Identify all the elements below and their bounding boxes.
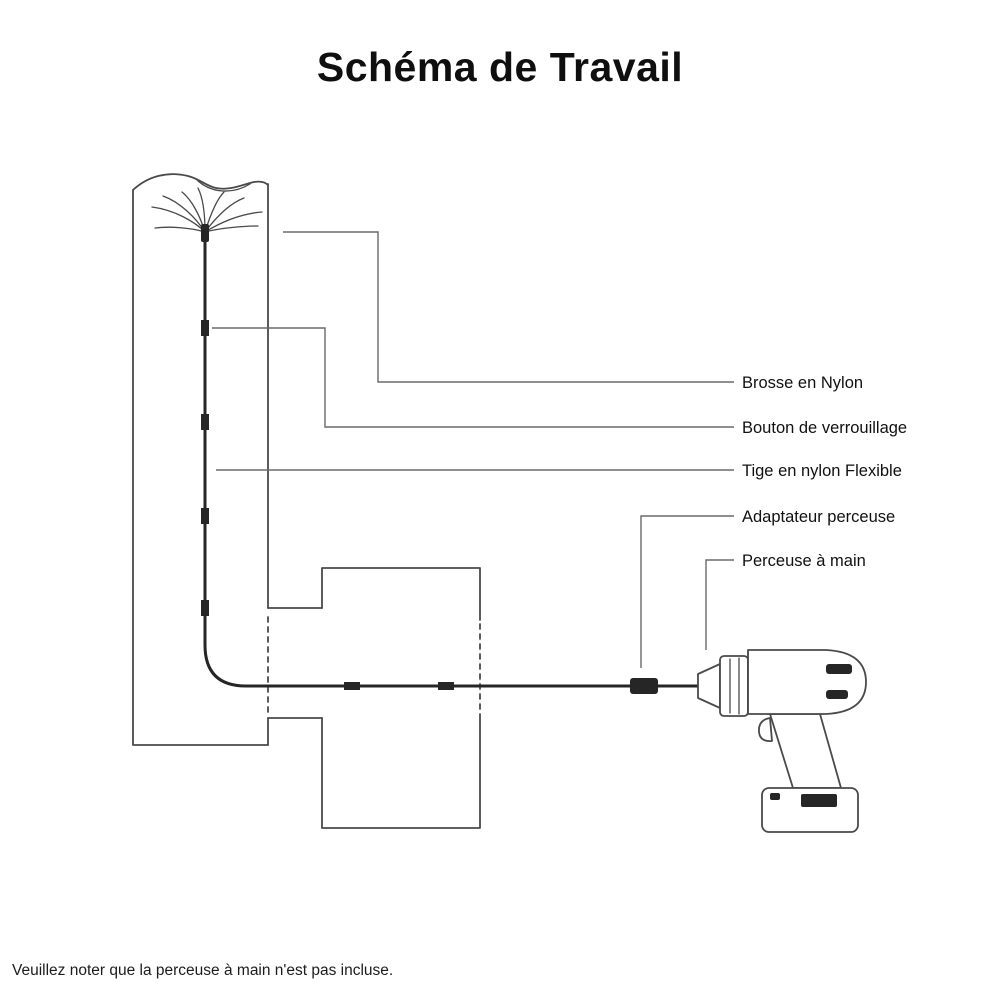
label-adaptateur-perceuse: Adaptateur perceuse	[742, 508, 895, 526]
rod-path	[203, 240, 636, 688]
drill-vent	[826, 664, 852, 674]
leader-line-adaptateur	[640, 515, 734, 668]
leader-lines	[212, 231, 734, 668]
drill-body	[747, 649, 867, 715]
leader-line-brosse	[283, 231, 734, 383]
page-title: Schéma de Travail	[316, 44, 684, 90]
disclaimer-note: Veuillez noter que la perceuse à main n'…	[12, 962, 394, 979]
fireplace-box	[321, 567, 481, 829]
chimney-top-rim	[132, 173, 269, 191]
drill-trigger	[758, 717, 773, 742]
chimney-left-bottom-edge	[132, 189, 269, 746]
fireplace-box-bottom	[321, 713, 481, 829]
leader-line-perceuse	[705, 559, 734, 650]
drill-adapter	[630, 678, 700, 694]
flexible-rod	[203, 240, 636, 688]
hand-drill	[697, 649, 867, 833]
drill-chuck	[719, 655, 749, 717]
rod-locking-connectors	[201, 320, 454, 690]
nylon-brush	[151, 187, 263, 242]
battery-latch	[801, 794, 837, 807]
chimney	[132, 173, 323, 746]
label-tige-en-nylon-flexible: Tige en nylon Flexible	[742, 462, 902, 480]
drill-handle	[769, 713, 842, 789]
battery-button	[770, 793, 780, 800]
brush-base	[201, 224, 209, 242]
leader-line-bouton	[212, 327, 734, 428]
label-perceuse-a-main: Perceuse à main	[742, 552, 866, 570]
chimney-top-rim-inner	[195, 178, 251, 192]
fireplace-box-top	[321, 567, 481, 621]
diagram-labels: Brosse en Nylon Bouton de verrouillage T…	[742, 374, 907, 570]
drill-nose	[697, 663, 721, 709]
label-brosse-en-nylon: Brosse en Nylon	[742, 374, 863, 392]
label-bouton-de-verrouillage: Bouton de verrouillage	[742, 419, 907, 437]
adapter-body	[630, 678, 658, 694]
drill-vent	[826, 690, 848, 699]
